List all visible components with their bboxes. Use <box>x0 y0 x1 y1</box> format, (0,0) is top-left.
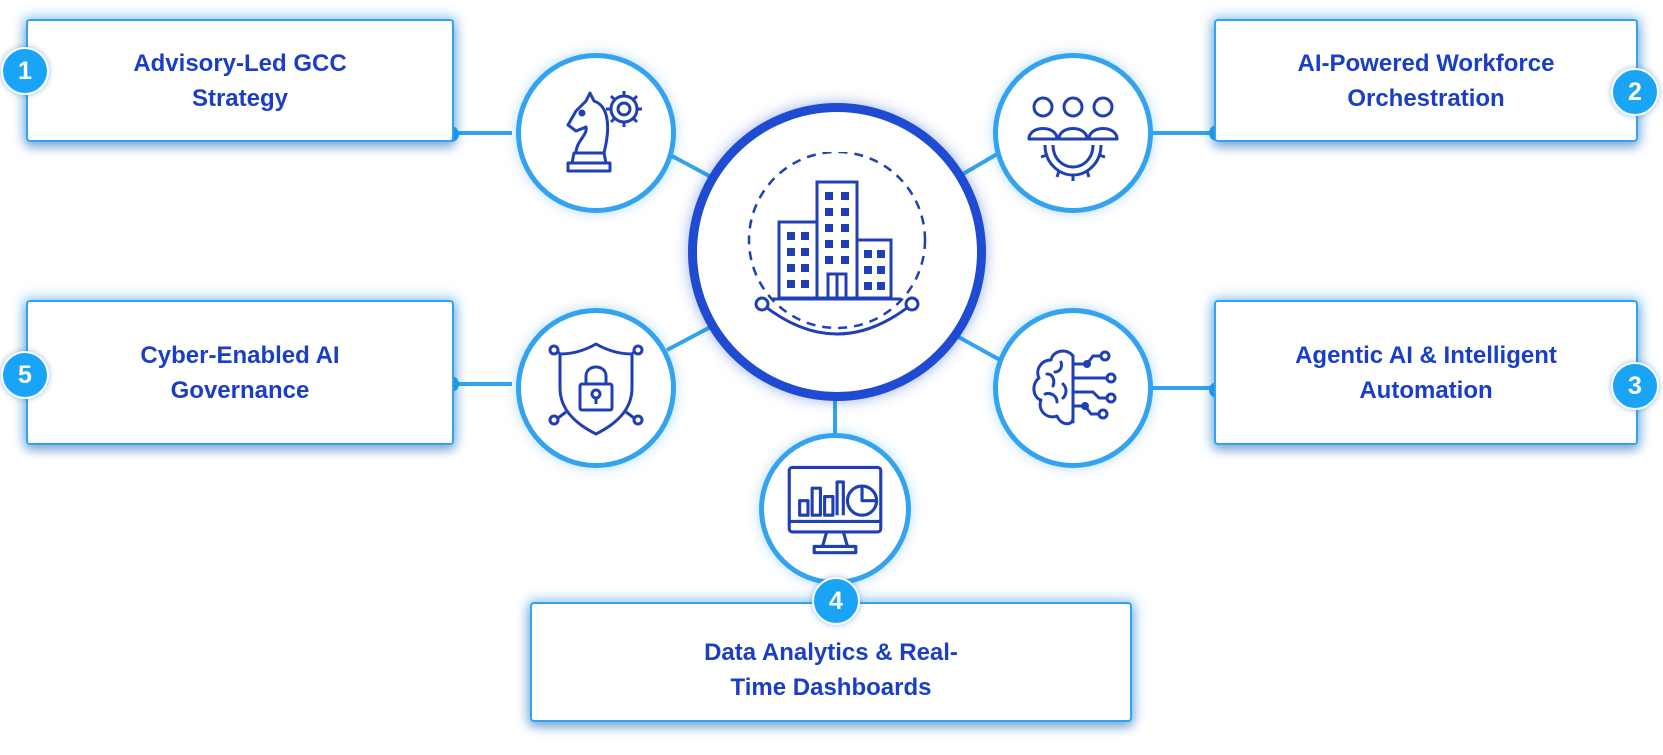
monitor-charts-icon <box>787 465 883 555</box>
icon-circle-5 <box>516 308 676 468</box>
card-3: Agentic AI & Intelligent Automation <box>1214 300 1638 445</box>
icon-circle-1 <box>516 53 676 213</box>
team-gear-icon <box>1027 96 1119 181</box>
card-1: Advisory-Led GCC Strategy <box>26 19 454 142</box>
card-3-label: Agentic AI & Intelligent Automation <box>1295 341 1557 404</box>
shield-lock-icon <box>548 342 644 436</box>
badge-1: 1 <box>1 47 49 95</box>
connector-1-hub <box>671 154 714 180</box>
card-5: Cyber-Enabled AI Governance <box>26 300 454 445</box>
brain-circuit-icon <box>1032 349 1117 426</box>
card-5-label: Cyber-Enabled AI Governance <box>140 341 340 404</box>
chess-knight-gear-icon <box>566 91 642 173</box>
badge-5: 5 <box>1 351 49 399</box>
badge-2: 2 <box>1611 68 1659 116</box>
card-4-label: Data Analytics & Real- Time Dashboards <box>704 639 958 701</box>
central-hub <box>688 103 986 401</box>
icon-circle-4 <box>759 433 911 585</box>
office-building-icon <box>747 152 927 336</box>
card-2: AI-Powered Workforce Orchestration <box>1214 19 1638 142</box>
card-1-label: Advisory-Led GCC Strategy <box>133 49 347 112</box>
badge-4: 4 <box>812 577 860 625</box>
icon-circle-3 <box>993 308 1153 468</box>
card-2-label: AI-Powered Workforce Orchestration <box>1297 49 1555 112</box>
connector-3-hub <box>954 333 1001 362</box>
icon-circle-2 <box>993 53 1153 213</box>
badge-3: 3 <box>1611 362 1659 410</box>
